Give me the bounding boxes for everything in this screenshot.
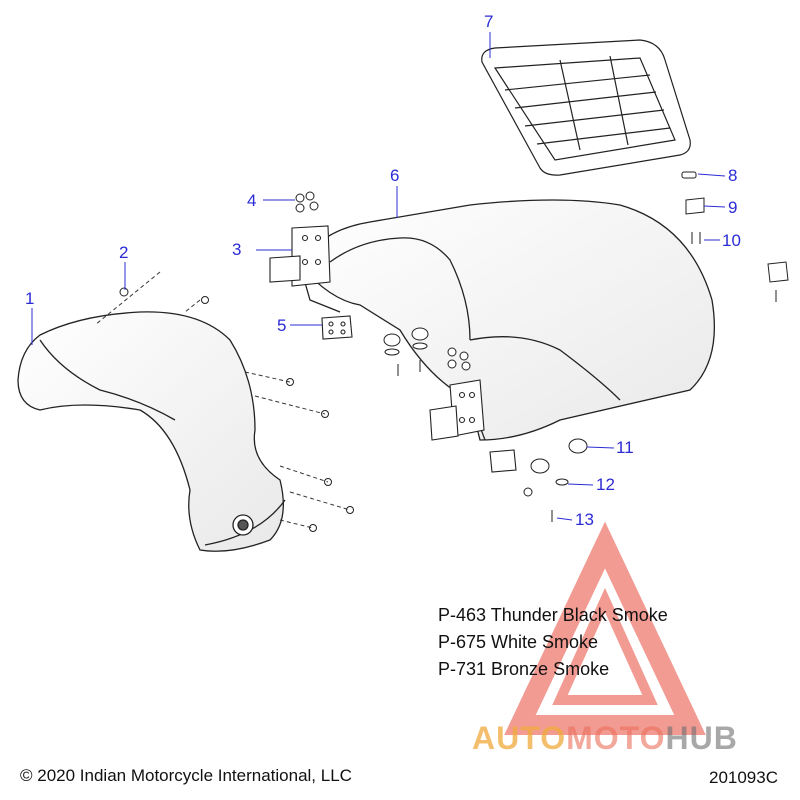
- callout-9: 9: [728, 198, 738, 217]
- callout-10: 10: [722, 231, 741, 250]
- watermark-text: AUTOMOTOHUB: [472, 720, 738, 757]
- hinge-right: [429, 379, 485, 441]
- fastener-hardware: [119, 171, 789, 532]
- callout-2: 2: [119, 243, 129, 262]
- watermark-logo: [504, 521, 706, 735]
- assembly-guide-lines: [94, 271, 351, 529]
- hinge-left: [269, 225, 331, 287]
- callout-3: 3: [232, 240, 242, 259]
- callout-7: 7: [484, 12, 494, 31]
- callout-1: 1: [25, 289, 35, 308]
- copyright-notice: © 2020 Indian Motorcycle International, …: [20, 766, 352, 785]
- figure-id: 201093C: [708, 768, 778, 787]
- watermark-part-2: MOTO: [566, 720, 666, 756]
- callout-leaders: [31, 32, 726, 521]
- trunk-base: [17, 311, 286, 552]
- callout-13: 13: [575, 510, 594, 529]
- watermark-part-1: AUTO: [472, 720, 567, 756]
- luggage-rack: [481, 39, 691, 176]
- callout-5: 5: [277, 316, 287, 335]
- callout-12: 12: [596, 475, 615, 494]
- paint-code-item: P-463 Thunder Black Smoke: [438, 605, 668, 625]
- callout-6: 6: [390, 166, 400, 185]
- paint-code-item: P-731 Bronze Smoke: [438, 659, 610, 679]
- hinge-plate: [321, 315, 517, 473]
- watermark-part-3: HUB: [665, 720, 738, 756]
- paint-code-list: P-463 Thunder Black Smoke P-675 White Sm…: [438, 602, 668, 683]
- paint-code-item: P-675 White Smoke: [438, 632, 599, 652]
- callout-8: 8: [728, 166, 738, 185]
- trunk-lid: [299, 199, 715, 441]
- callout-4: 4: [247, 191, 257, 210]
- callout-11: 11: [616, 438, 634, 457]
